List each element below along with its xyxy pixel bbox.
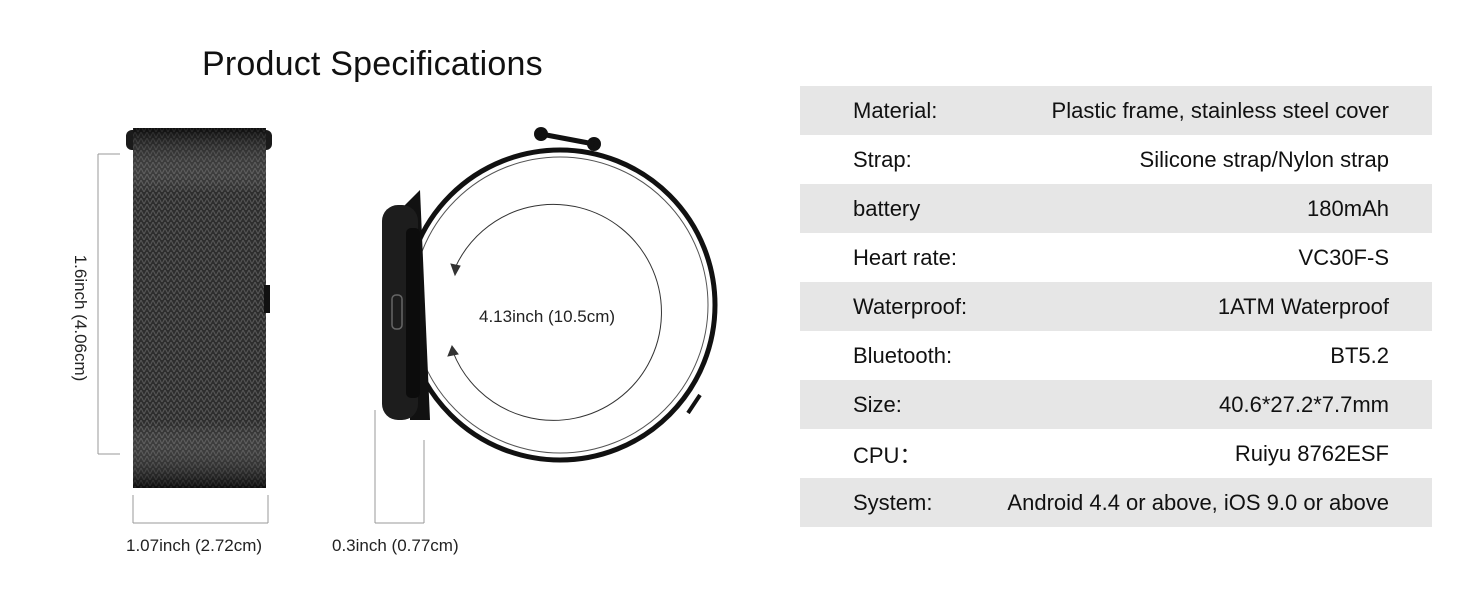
width-dimension-label: 1.07inch (2.72cm) bbox=[126, 536, 263, 555]
spec-value: 180mAh bbox=[1307, 195, 1389, 221]
spec-label: Size: bbox=[853, 391, 902, 417]
spec-label: Strap: bbox=[853, 146, 912, 172]
spec-table: Material: Plastic frame, stainless steel… bbox=[800, 86, 1432, 527]
page-title: Product Specifications bbox=[202, 44, 543, 83]
circumference-label: 4.13inch (10.5cm) bbox=[479, 307, 616, 326]
height-dimension-label: 1.6inch (4.06cm) bbox=[71, 254, 90, 382]
spec-value: 1ATM Waterproof bbox=[1217, 293, 1389, 319]
spec-value: Silicone strap/Nylon strap bbox=[1139, 146, 1389, 172]
spec-value: Ruiyu 8762ESF bbox=[1234, 440, 1389, 466]
spec-value: 40.6*27.2*7.7mm bbox=[1219, 391, 1389, 417]
spec-row-size: Size: 40.6*27.2*7.7mm bbox=[800, 380, 1432, 429]
spec-row-battery: battery 180mAh bbox=[800, 184, 1432, 233]
spec-row-system: System: Android 4.4 or above, iOS 9.0 or… bbox=[800, 478, 1432, 527]
spec-value: VC30F-S bbox=[1298, 244, 1389, 270]
front-strap-image bbox=[126, 128, 272, 488]
spec-row-material: Material: Plastic frame, stainless steel… bbox=[800, 86, 1432, 135]
side-view-watch-image bbox=[382, 127, 718, 463]
spec-label: Waterproof: bbox=[853, 293, 968, 319]
thickness-dimension-line bbox=[374, 410, 425, 524]
thickness-dimension-label: 0.3inch (0.77cm) bbox=[332, 536, 459, 555]
spec-row-cpu: CPU： Ruiyu 8762ESF bbox=[800, 429, 1432, 478]
spec-row-bluetooth: Bluetooth: BT5.2 bbox=[800, 331, 1432, 380]
height-dimension-line bbox=[97, 153, 120, 455]
watch-dimension-illustration bbox=[97, 127, 718, 524]
spec-value: Android 4.4 or above, iOS 9.0 or above bbox=[1007, 489, 1389, 515]
spec-value: BT5.2 bbox=[1330, 342, 1389, 368]
spec-row-waterproof: Waterproof: 1ATM Waterproof bbox=[800, 282, 1432, 331]
circumference-arrow bbox=[447, 203, 662, 421]
spec-label: Material: bbox=[853, 97, 938, 123]
spec-value: Plastic frame, stainless steel cover bbox=[1051, 97, 1389, 123]
spec-label: Heart rate: bbox=[853, 244, 957, 270]
spec-label: System: bbox=[853, 489, 933, 515]
spec-label: CPU： bbox=[853, 442, 922, 468]
spec-label: Bluetooth: bbox=[853, 342, 953, 368]
width-dimension-line bbox=[132, 495, 269, 524]
spec-row-strap: Strap: Silicone strap/Nylon strap bbox=[800, 135, 1432, 184]
spec-row-heart-rate: Heart rate: VC30F-S bbox=[800, 233, 1432, 282]
spec-label: battery bbox=[853, 195, 921, 221]
